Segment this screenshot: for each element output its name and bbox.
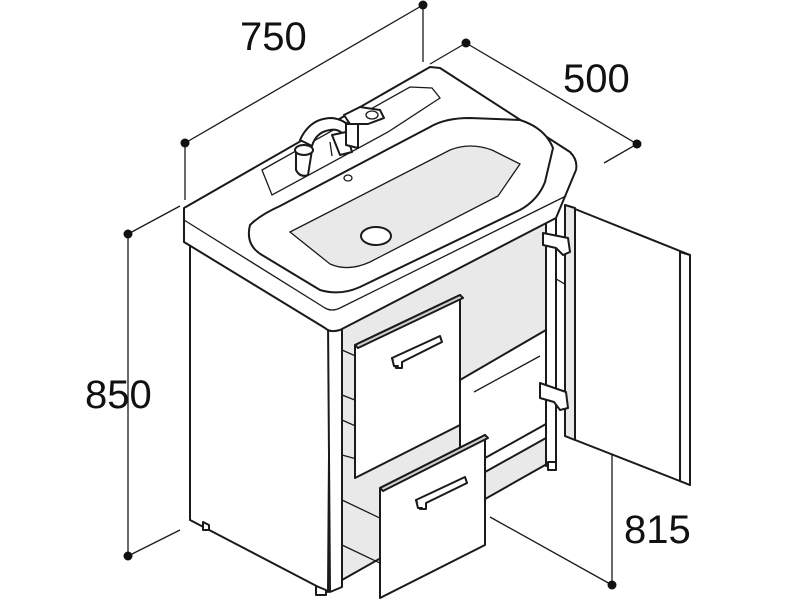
dimension-counter-height: 815 (624, 508, 691, 552)
upper-drawer[interactable] (354, 294, 464, 479)
dimension-height: 850 (85, 373, 152, 417)
drawer-handle-upper (391, 335, 443, 369)
lower-drawer[interactable] (379, 434, 489, 599)
faucet (294, 106, 385, 177)
hinge-upper (542, 232, 571, 256)
basin (183, 66, 578, 333)
hinge-lower (539, 382, 569, 411)
dimension-width: 750 (240, 15, 307, 59)
cabinet-door[interactable] (539, 204, 691, 486)
dimension-depth: 500 (563, 57, 630, 101)
drain (360, 226, 392, 246)
